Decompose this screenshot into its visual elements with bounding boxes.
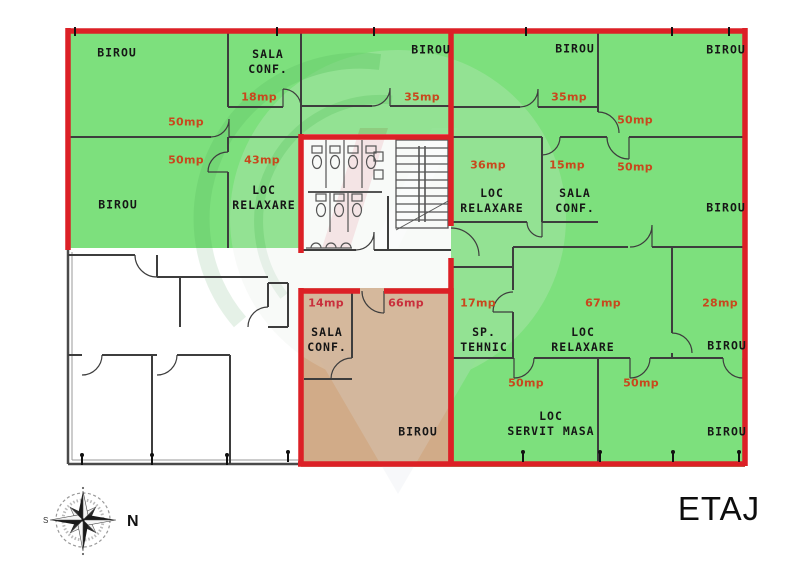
staircase bbox=[395, 139, 451, 231]
room-label-birou-ne: BIROU bbox=[706, 42, 746, 57]
area-label-sp-tehnic: 17mp bbox=[460, 296, 496, 310]
area-label-birou-se: 50mp bbox=[623, 376, 659, 390]
interior-walls bbox=[68, 30, 745, 464]
room-label-birou-se-upper: BIROU bbox=[707, 338, 747, 353]
compass-south-label: S bbox=[43, 516, 48, 525]
room-label-birou-n-right: BIROU bbox=[555, 41, 595, 56]
bathroom-fixtures bbox=[306, 140, 384, 249]
room-label-loc-relaxare-se: LOC RELAXARE bbox=[551, 325, 615, 354]
area-label-sala-conf-nw: 18mp bbox=[241, 90, 277, 104]
room-label-sp-tehnic: SP. TEHNIC bbox=[460, 325, 508, 354]
area-label-birou-s: 66mp bbox=[388, 296, 424, 310]
area-label-sala-conf-s: 14mp bbox=[308, 296, 344, 310]
compass-north-label: N bbox=[127, 513, 139, 530]
watermark-logo bbox=[193, 50, 566, 494]
toilet-icons-bottom bbox=[315, 193, 363, 218]
red-highlight-outlines bbox=[65, 28, 748, 467]
toilet-icons-top bbox=[311, 145, 377, 170]
area-label-birou-e: 50mp bbox=[617, 160, 653, 174]
room-label-sala-conf-s: SALA CONF. bbox=[307, 325, 347, 354]
room-label-sala-conf-nw: SALA CONF. bbox=[248, 47, 288, 76]
door-arcs bbox=[81, 87, 744, 380]
area-label-birou-n-right: 35mp bbox=[551, 90, 587, 104]
room-label-birou-se: BIROU bbox=[707, 424, 747, 439]
area-label-loc-servit-masa: 50mp bbox=[508, 376, 544, 390]
room-label-sala-conf-center: SALA CONF. bbox=[555, 186, 595, 215]
room-label-birou-w: BIROU bbox=[98, 197, 138, 212]
area-label-loc-relaxare-w: 43mp bbox=[244, 153, 280, 167]
room-label-birou-n-center: BIROU bbox=[411, 42, 451, 57]
room-label-loc-servit-masa: LOC SERVIT MASA bbox=[507, 409, 595, 438]
area-label-birou-ne: 50mp bbox=[617, 113, 653, 127]
area-label-birou-w: 50mp bbox=[168, 153, 204, 167]
sink-icons bbox=[306, 242, 352, 249]
floor-title: ETAJ bbox=[677, 490, 761, 527]
room-label-loc-relaxare-w: LOC RELAXARE bbox=[232, 183, 296, 212]
room-label-birou-s: BIROU bbox=[398, 424, 438, 439]
area-label-sala-conf-center: 15mp bbox=[549, 158, 585, 172]
room-label-birou-nw: BIROU bbox=[97, 45, 137, 60]
compass-rose: N S bbox=[43, 486, 139, 556]
room-label-loc-relaxare-center: LOC RELAXARE bbox=[460, 186, 524, 215]
area-label-birou-n-center: 35mp bbox=[404, 90, 440, 104]
area-label-loc-relaxare-center: 36mp bbox=[470, 158, 506, 172]
room-label-birou-e: BIROU bbox=[706, 200, 746, 215]
area-label-loc-relaxare-se: 67mp bbox=[585, 296, 621, 310]
wall-ticks bbox=[74, 27, 741, 465]
area-label-birou-se-upper: 28mp bbox=[702, 296, 738, 310]
area-label-birou-nw: 50mp bbox=[168, 115, 204, 129]
